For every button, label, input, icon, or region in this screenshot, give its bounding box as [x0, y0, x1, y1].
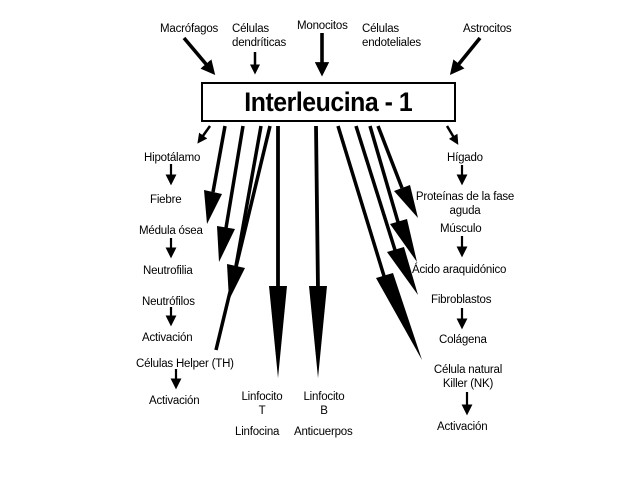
label-hipotalamo: Hipotálamo [144, 152, 201, 164]
arrow-to-higado [445, 125, 459, 145]
label-linfocito-b: Linfocito B [298, 390, 350, 418]
diagram-title: Interleucina - 1 [244, 86, 413, 117]
label-monocitos: Monocitos [297, 20, 348, 32]
arrow-to-hipotalamo [197, 125, 212, 144]
arrow-to-medula [211, 125, 227, 193]
arrow-to-nk [336, 125, 386, 277]
arrow-to-linfocito-b [314, 125, 320, 291]
label-celulas-endoteliales-line1: Células [362, 23, 399, 35]
label-activacion-3: Activación [437, 421, 488, 433]
label-higado: Hígado [447, 152, 483, 164]
label-neutrofilos: Neutrófilos [142, 296, 195, 308]
arrow-to-acido [368, 125, 400, 223]
label-proteinas-line1: Proteínas de la fase [415, 191, 515, 203]
label-linfocito-t-line1: Linfocito [241, 391, 283, 403]
arrow-to-fibroblastos-head [387, 247, 418, 295]
label-linfocito-t-line2: T [258, 405, 266, 417]
label-celula-nk-line1: Célula natural [433, 364, 503, 376]
arrow-to-neutrofilia [224, 125, 245, 229]
label-celulas-helper: Células Helper (TH) [136, 358, 234, 370]
label-celulas-dendriticas-line1: Células [232, 23, 269, 35]
label-celula-nk: Célula natural Killer (NK) [420, 363, 516, 391]
arrow-to-nk-head [376, 273, 422, 360]
label-linfocina: Linfocina [235, 426, 280, 438]
label-colagena: Colágena [439, 334, 487, 346]
arrow-to-linfocito-t-head [269, 286, 287, 378]
label-linfocito-t: Linfocito T [236, 390, 288, 418]
title-box: Interleucina - 1 [201, 82, 456, 122]
label-proteinas-line2: aguda [449, 205, 481, 217]
arrow-astrocitos [449, 36, 482, 76]
arrow-macrofagos [182, 36, 216, 75]
label-linfocito-b-line1: Linfocito [303, 391, 345, 403]
label-activacion-2: Activación [149, 395, 200, 407]
arrow-to-proteinas [376, 125, 404, 189]
label-medula-osea: Médula ósea [139, 225, 203, 237]
arrow-to-neutrofilia-head [217, 226, 235, 262]
label-celulas-dendriticas-line2: dendríticas [232, 37, 287, 49]
label-celula-nk-line2: Killer (NK) [442, 378, 494, 390]
label-astrocitos: Astrocitos [463, 23, 512, 35]
arrow-to-medula-head [204, 190, 222, 224]
arrow-to-fibroblastos [354, 125, 397, 251]
label-fibroblastos: Fibroblastos [431, 294, 492, 306]
label-linfocito-b-line2: B [320, 405, 328, 417]
arrow-to-acido-head [390, 219, 417, 262]
label-macrofagos: Macrófagos [160, 23, 219, 35]
arrow-to-helper [214, 125, 272, 351]
label-activacion-1: Activación [142, 332, 193, 344]
label-fiebre: Fiebre [150, 194, 182, 206]
arrow-to-proteinas-head [394, 185, 418, 218]
arrow-to-linfocito-b-head [309, 286, 327, 378]
label-celulas-endoteliales: Células endoteliales [362, 22, 421, 50]
label-proteinas: Proteínas de la fase aguda [410, 190, 520, 218]
label-acido: Ácido araquidónico [412, 264, 507, 276]
label-neutrofilia: Neutrofilia [143, 265, 193, 277]
label-anticuerpos: Anticuerpos [294, 426, 353, 438]
label-celulas-endoteliales-line2: endoteliales [362, 37, 421, 49]
label-musculo: Músculo [440, 223, 482, 235]
label-celulas-dendriticas: Células dendríticas [232, 22, 286, 50]
